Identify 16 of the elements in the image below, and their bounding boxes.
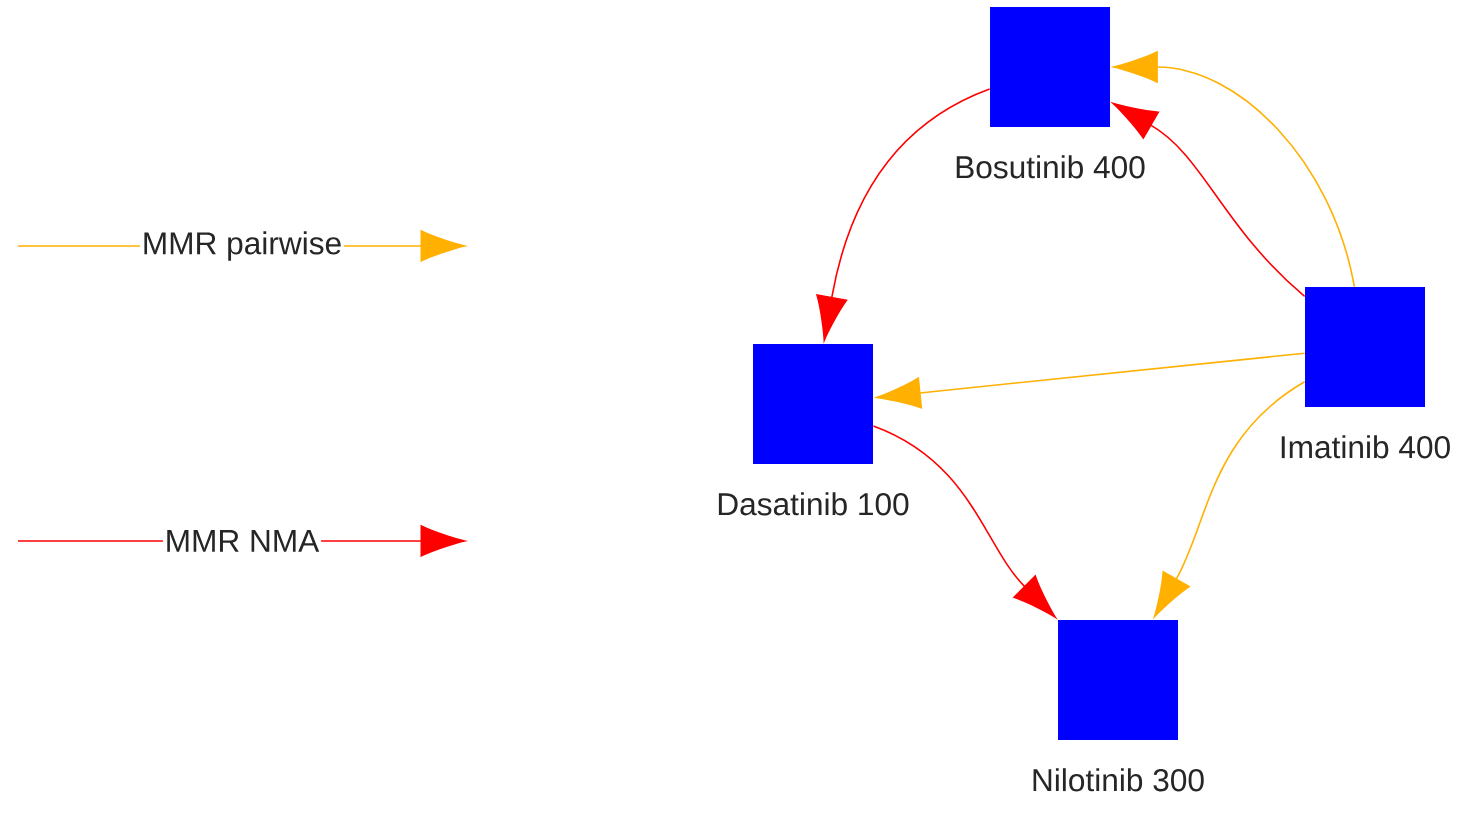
arrow [1112,102,1306,298]
legend-label: MMR NMA [162,528,322,554]
arrow [1153,381,1306,618]
node-label: Bosutinib 400 [956,155,1145,179]
square-box: Nilotinib 300 [1033,620,1204,792]
arrow [1113,51,1356,288]
node-label: Nilotinib 300 [1033,768,1204,792]
arrow [816,88,991,341]
legend-label: MMR pairwise [140,229,344,263]
square-box: Dasatinib 100 [718,344,909,516]
arrow [876,352,1306,409]
square-box: Bosutinib 400 [956,7,1145,179]
node-label: Dasatinib 100 [718,492,909,516]
node-label: Imatinib 400 [1281,435,1450,459]
square-box: Imatinib 400 [1281,287,1450,459]
arrow [872,425,1056,618]
